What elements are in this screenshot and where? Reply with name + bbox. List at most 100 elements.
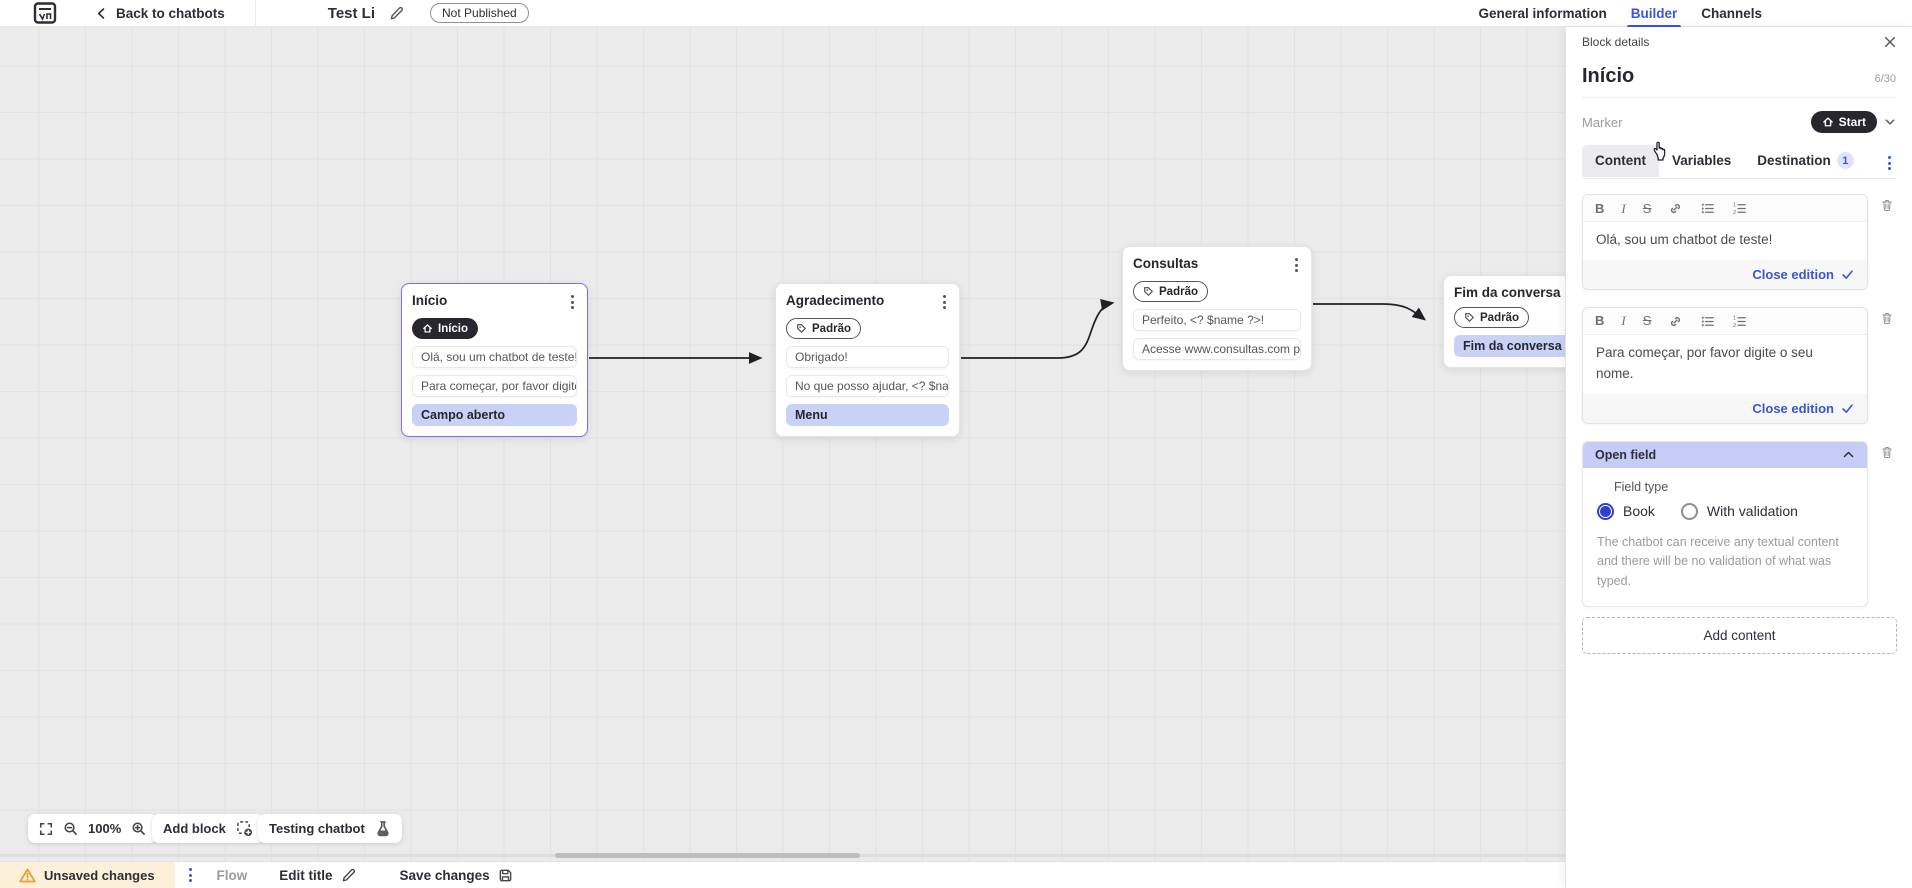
- bullet-list-icon[interactable]: [1700, 201, 1715, 216]
- block-message-item[interactable]: No que posso ajudar, <? $name ...: [786, 375, 949, 397]
- close-icon[interactable]: [1883, 35, 1897, 49]
- bold-icon[interactable]: B: [1595, 313, 1605, 329]
- status-badge: Not Published: [430, 3, 529, 23]
- block-menu-icon[interactable]: [568, 293, 577, 311]
- strikethrough-icon[interactable]: S: [1642, 313, 1652, 329]
- home-icon: [1822, 117, 1833, 127]
- tab-variables[interactable]: Variables: [1672, 153, 1732, 168]
- zoom-in-icon[interactable]: [131, 821, 146, 836]
- chatbot-title-input[interactable]: Test Li: [327, 4, 376, 22]
- radio-unselected-icon: [1680, 502, 1698, 520]
- block-message-item[interactable]: Perfeito, <? $name ?>!: [1133, 309, 1301, 331]
- delete-content-icon[interactable]: [1877, 194, 1897, 212]
- check-icon: [1842, 404, 1853, 413]
- add-content-button[interactable]: Add content: [1582, 616, 1897, 654]
- open-field-header[interactable]: Open field: [1583, 441, 1867, 468]
- marker-label: Marker: [1582, 114, 1623, 130]
- bold-icon[interactable]: B: [1595, 200, 1605, 216]
- block-marker-padrao: Padrão: [1454, 307, 1529, 328]
- char-counter: 6/30: [1874, 73, 1896, 85]
- message-text[interactable]: Olá, sou um chatbot de teste!: [1596, 232, 1773, 247]
- block-title: Início: [412, 293, 448, 308]
- edit-title-icon[interactable]: [389, 6, 404, 21]
- block-message-item[interactable]: Olá, sou um chatbot de teste!: [412, 346, 577, 368]
- block-title: Fim da conversa: [1454, 285, 1561, 300]
- svg-text:1: 1: [1733, 316, 1736, 322]
- topbar-divider: [254, 0, 256, 27]
- block-menu-icon[interactable]: [1292, 256, 1301, 274]
- zoom-level-value: 100%: [88, 821, 122, 836]
- italic-icon[interactable]: I: [1621, 313, 1626, 329]
- block-menu-item[interactable]: Menu: [786, 404, 949, 426]
- block-marker-padrao: Padrão: [786, 318, 861, 339]
- block-message-item[interactable]: Para começar, por favor digite o ...: [412, 375, 577, 397]
- open-field-card: Open field Field type Book With validati…: [1582, 440, 1868, 607]
- zoom-out-icon[interactable]: [63, 821, 78, 836]
- horizontal-scrollbar-thumb[interactable]: [555, 853, 860, 858]
- delete-content-icon[interactable]: [1877, 441, 1897, 459]
- tab-content[interactable]: Content: [1582, 145, 1659, 177]
- flow-block-inicio[interactable]: Início Início Olá, sou um chatbot de tes…: [401, 283, 588, 437]
- italic-icon[interactable]: I: [1621, 200, 1626, 216]
- flow-canvas[interactable]: Início Início Olá, sou um chatbot de tes…: [0, 27, 1565, 888]
- add-block-label: Add block: [163, 821, 226, 836]
- back-to-chatbots-link[interactable]: Back to chatbots: [95, 6, 225, 21]
- field-type-label: Field type: [1614, 479, 1669, 494]
- block-menu-icon[interactable]: [940, 293, 949, 311]
- flow-block-fim-da-conversa[interactable]: Fim da conversa Padrão Fim da conversa: [1443, 275, 1565, 368]
- tab-destination[interactable]: Destination 1: [1744, 144, 1867, 178]
- radio-option-book[interactable]: Book: [1597, 502, 1655, 520]
- radio-option-with-validation[interactable]: With validation: [1680, 502, 1798, 520]
- close-edition-button[interactable]: Close edition: [1583, 393, 1867, 423]
- numbered-list-icon[interactable]: 12: [1732, 314, 1747, 329]
- chevron-down-icon: [1885, 119, 1895, 125]
- bottombar-menu-icon[interactable]: [184, 865, 197, 885]
- pencil-icon: [342, 868, 355, 881]
- marker-value-pill: Start: [1810, 111, 1877, 133]
- chevron-up-icon: [1843, 452, 1854, 458]
- block-marker-start: Início: [412, 318, 479, 339]
- flow-view-button[interactable]: Flow: [216, 867, 248, 883]
- svg-text:2: 2: [1733, 210, 1736, 216]
- tab-general-information[interactable]: General information: [1478, 6, 1607, 21]
- panel-tabs-menu-icon[interactable]: [1885, 154, 1894, 172]
- flask-icon: [377, 821, 389, 837]
- edit-title-label: Edit title: [279, 867, 333, 883]
- bottom-bar: Unsaved changes Flow Edit title Save cha…: [0, 861, 1565, 888]
- strikethrough-icon[interactable]: S: [1642, 200, 1652, 216]
- block-message-item[interactable]: Obrigado!: [786, 346, 949, 368]
- flow-block-consultas[interactable]: Consultas Padrão Perfeito, <? $name ?>! …: [1122, 246, 1312, 371]
- edit-title-button[interactable]: Edit title: [279, 868, 355, 883]
- numbered-list-icon[interactable]: 12: [1732, 201, 1747, 216]
- add-block-button[interactable]: Add block: [152, 814, 264, 843]
- block-openfield-item[interactable]: Campo aberto: [412, 404, 577, 426]
- block-title: Agradecimento: [786, 293, 885, 308]
- block-message-item[interactable]: Acesse www.consultas.com par...: [1133, 338, 1301, 360]
- tab-builder[interactable]: Builder: [1626, 0, 1681, 28]
- message-text[interactable]: Para começar, por favor digite o seu nom…: [1596, 344, 1813, 381]
- block-end-item[interactable]: Fim da conversa: [1454, 335, 1565, 357]
- tag-icon: [1465, 313, 1474, 322]
- home-icon: [423, 324, 432, 333]
- check-icon: [1842, 270, 1853, 279]
- bullet-list-icon[interactable]: [1700, 314, 1715, 329]
- link-icon[interactable]: [1668, 201, 1683, 216]
- fullscreen-icon[interactable]: [39, 822, 53, 836]
- warning-icon: [19, 868, 36, 882]
- block-marker-padrao: Padrão: [1133, 281, 1208, 302]
- delete-content-icon[interactable]: [1877, 307, 1897, 325]
- flow-block-agradecimento[interactable]: Agradecimento Padrão Obrigado! No que po…: [775, 283, 960, 437]
- app-logo: [33, 2, 57, 24]
- panel-header-title: Block details: [1582, 35, 1650, 49]
- close-edition-button[interactable]: Close edition: [1583, 259, 1867, 289]
- tab-channels[interactable]: Channels: [1701, 6, 1762, 21]
- testing-chatbot-button[interactable]: Testing chatbot: [258, 814, 402, 843]
- block-name-input[interactable]: Início: [1582, 65, 1635, 87]
- link-icon[interactable]: [1668, 314, 1683, 329]
- marker-select[interactable]: Start: [1810, 111, 1896, 133]
- save-changes-button[interactable]: Save changes: [400, 868, 513, 883]
